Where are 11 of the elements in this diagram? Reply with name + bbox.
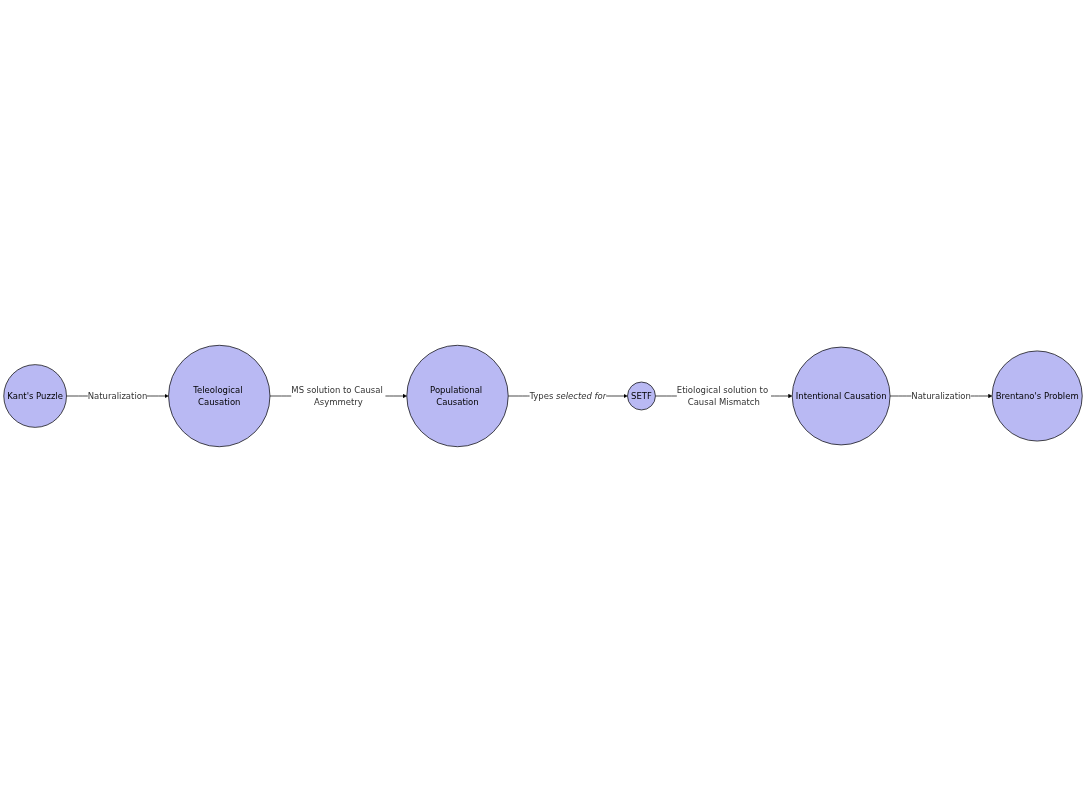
edge-label: Types selected for <box>529 391 607 401</box>
edge-label: Naturalization <box>87 391 148 401</box>
node-circle: Populational Causation <box>406 344 509 448</box>
node-circle: Intentional Causation <box>791 346 891 446</box>
node-circle: Teleological Causation <box>168 344 271 448</box>
edge-label: Etiological solution to Causal Mismatch <box>676 384 769 408</box>
node-circle: Kant's Puzzle <box>3 364 67 428</box>
node-circle: Brentano's Problem <box>991 350 1083 442</box>
node-circle: SETF <box>627 381 656 411</box>
edge-label: Naturalization <box>911 391 971 401</box>
edge-label: MS solution to Causal Asymmetry <box>291 384 383 408</box>
